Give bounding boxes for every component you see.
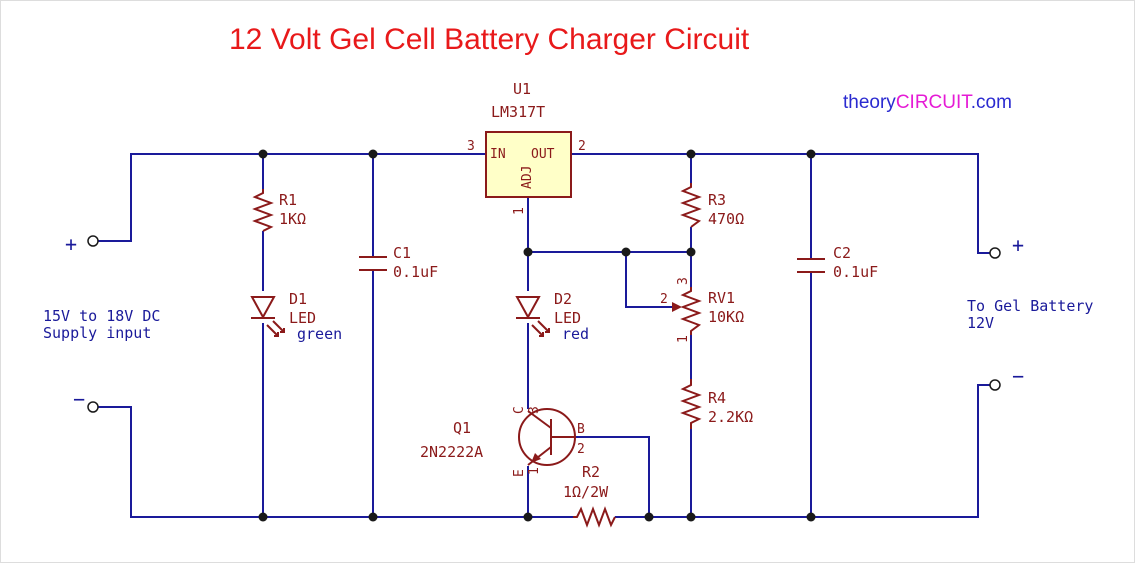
input-minus-terminal	[87, 401, 99, 413]
u1-out-label: OUT	[531, 147, 555, 162]
output-terminals: + − To Gel Battery 12V	[967, 233, 1093, 391]
d1-color: green	[297, 325, 342, 343]
wire-top-right	[571, 153, 994, 254]
r2-resistor: R2 1Ω/2W	[563, 463, 616, 528]
c1-value: 0.1uF	[393, 263, 438, 281]
output-minus-label: −	[1012, 364, 1024, 388]
d2-led: D2 LED red	[515, 290, 589, 343]
wire-bottom-left	[98, 406, 573, 518]
q1-transistor: Q1 2N2222A C 3 B 2 E 1	[420, 406, 585, 477]
d1-type: LED	[289, 309, 316, 327]
u1-in-label: IN	[490, 147, 506, 162]
brand-main: CIRCUIT	[896, 92, 973, 113]
input-label-line1: 15V to 18V DC	[43, 307, 160, 325]
brand-suffix: .com	[971, 92, 1012, 113]
rv1-value: 10KΩ	[708, 308, 744, 326]
q1-pin-b: 2	[577, 442, 585, 457]
q1-pin-c: 3	[527, 406, 542, 414]
c1-ref: C1	[393, 244, 411, 262]
rv1-pin3: 3	[676, 277, 691, 285]
wire-bottom-right	[615, 384, 994, 518]
d2-type: LED	[554, 309, 581, 327]
output-plus-terminal	[989, 247, 1001, 259]
q1-e-label: E	[512, 469, 527, 477]
input-plus-label: +	[65, 232, 77, 256]
c1-capacitor: C1 0.1uF	[359, 244, 438, 281]
r2-ref: R2	[582, 463, 600, 481]
input-plus-terminal	[87, 235, 99, 247]
u1-body	[485, 131, 572, 198]
output-label-line2: 12V	[967, 314, 994, 332]
d2-color: red	[562, 325, 589, 343]
q1-ref: Q1	[453, 419, 471, 437]
output-plus-label: +	[1012, 233, 1024, 257]
q1-b-label: B	[577, 422, 585, 437]
r4-ref: R4	[708, 389, 726, 407]
u1-pin-in: 3	[467, 139, 475, 154]
r3-ref: R3	[708, 191, 726, 209]
q1-part: 2N2222A	[420, 443, 483, 461]
output-label-line1: To Gel Battery	[967, 297, 1093, 315]
r2-value: 1Ω/2W	[563, 483, 609, 501]
brand-prefix: theory	[843, 92, 896, 113]
diagram-title: 12 Volt Gel Cell Battery Charger Circuit	[229, 23, 750, 56]
input-label-line2: Supply input	[43, 324, 151, 342]
rv1-ref: RV1	[708, 289, 735, 307]
brand-logo: theoryCIRCUIT.com	[843, 92, 1012, 113]
r1-resistor: R1 1KΩ	[252, 189, 306, 232]
output-minus-terminal	[989, 379, 1001, 391]
r4-resistor: R4 2.2KΩ	[680, 379, 753, 429]
wires	[98, 153, 994, 518]
input-terminals: + − 15V to 18V DC Supply input	[43, 232, 160, 413]
rv1-pin1: 1	[676, 335, 691, 343]
r3-value: 470Ω	[708, 210, 744, 228]
wire-top-left	[98, 153, 486, 242]
rv1-pin2: 2	[660, 292, 668, 307]
r4-value: 2.2KΩ	[708, 408, 753, 426]
r3-resistor: R3 470Ω	[680, 183, 744, 228]
d2-ref: D2	[554, 290, 572, 308]
r1-ref: R1	[279, 191, 297, 209]
junction-dots	[258, 149, 816, 522]
r1-value: 1KΩ	[279, 210, 306, 228]
c2-value: 0.1uF	[833, 263, 878, 281]
rv1-potentiometer: RV1 10KΩ 2 3 1	[660, 277, 744, 343]
u1-pin-adj: 1	[512, 207, 527, 215]
q1-pin-e: 1	[527, 467, 542, 475]
d1-ref: D1	[289, 290, 307, 308]
input-minus-label: −	[73, 387, 85, 411]
u1-regulator: U1 LM317T IN OUT ADJ 3 2 1	[467, 80, 586, 215]
d1-led: D1 LED green	[250, 290, 342, 343]
u1-ref: U1	[513, 80, 531, 98]
wire-rv1-wiper	[625, 252, 679, 308]
c2-capacitor: C2 0.1uF	[797, 244, 878, 281]
u1-adj-label: ADJ	[520, 166, 535, 189]
wire-q1-base	[576, 436, 650, 517]
c2-ref: C2	[833, 244, 851, 262]
u1-part: LM317T	[491, 103, 545, 121]
u1-pin-out: 2	[578, 139, 586, 154]
q1-c-label: C	[512, 406, 527, 414]
